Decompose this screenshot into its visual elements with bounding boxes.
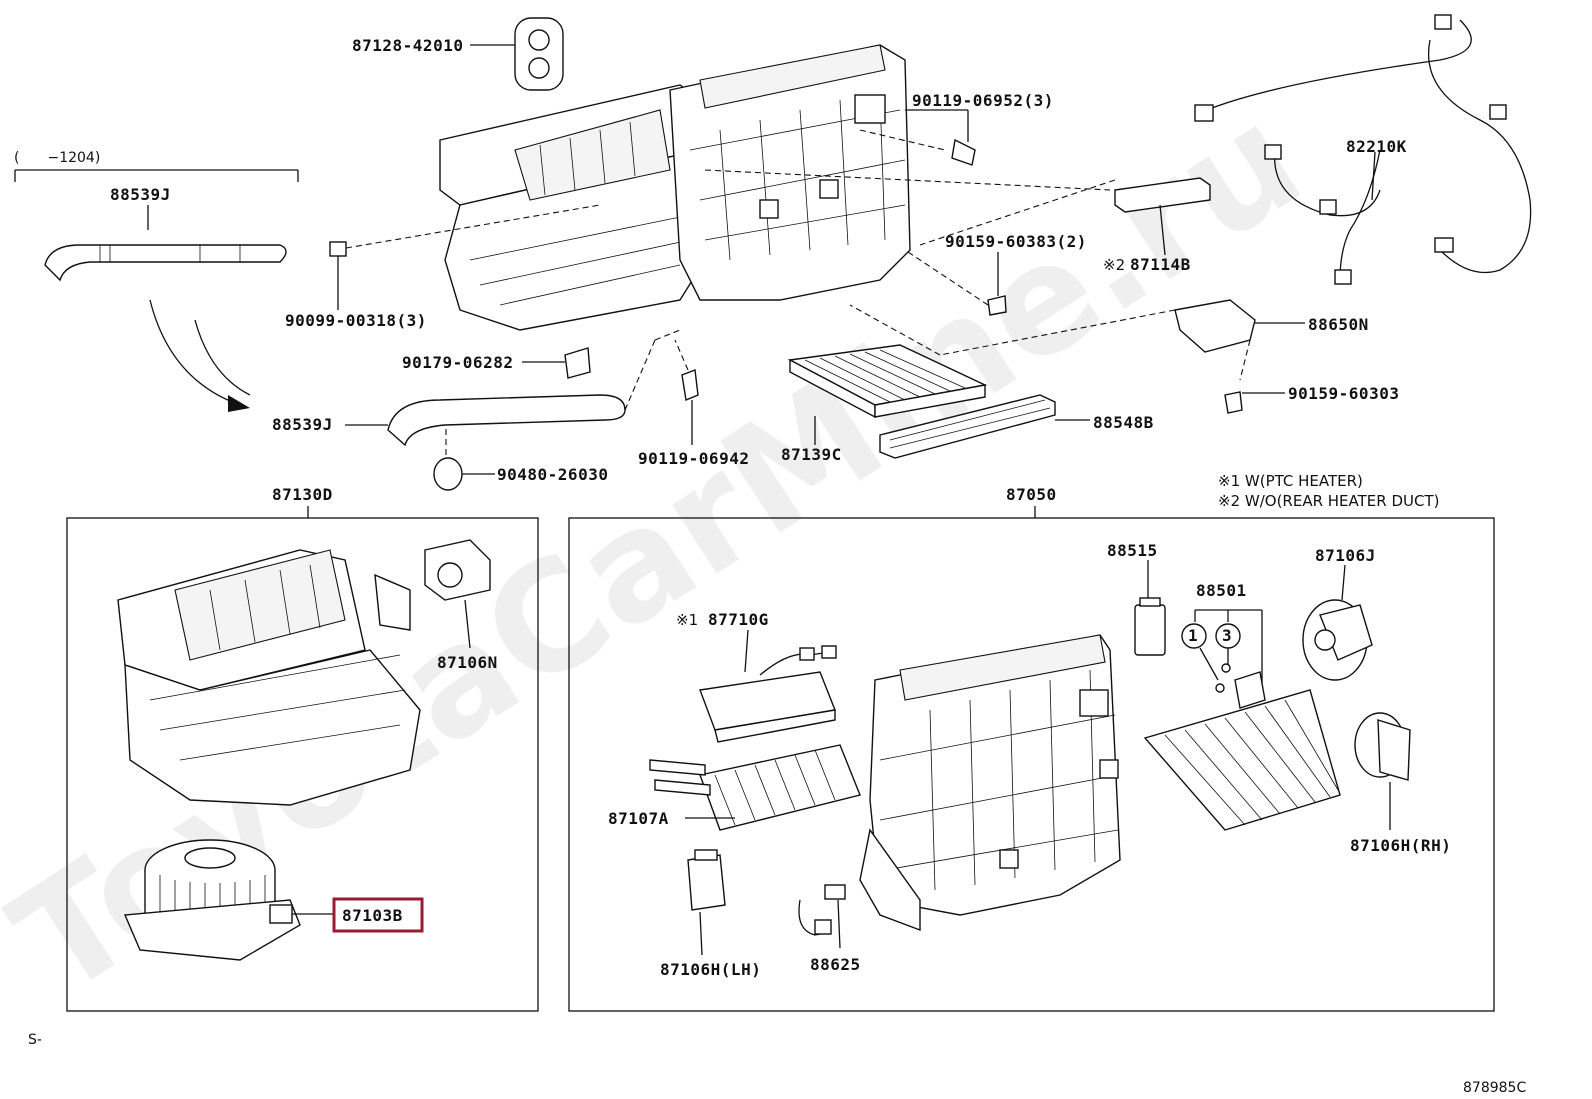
nut-icon <box>522 347 591 379</box>
bolt-icon <box>674 339 699 445</box>
note-2: ※2 W/O(REAR HEATER DUCT) <box>1218 492 1439 510</box>
label-90159-60303: 90159-60303 <box>1288 384 1399 403</box>
label-87130D: 87130D <box>272 485 333 504</box>
label-88548B: 88548B <box>1093 413 1154 432</box>
servo-87106N-drawing <box>424 539 491 649</box>
arrow-curve-1 <box>149 299 241 406</box>
hose-88539J-top-drawing <box>44 244 287 282</box>
label-87106H-LH: 87106H(LH) <box>660 960 761 979</box>
hose-88539J-bottom-drawing <box>387 394 626 447</box>
grommet-87128-drawing <box>470 17 564 91</box>
grommet-icon <box>433 428 495 491</box>
ptc-heater-87710G-drawing <box>699 629 837 743</box>
sensor-88625-drawing <box>798 884 846 949</box>
filter-87139C-drawing <box>787 344 988 445</box>
label-87128-42010: 87128-42010 <box>352 36 463 55</box>
callout-3: 3 <box>1222 626 1232 645</box>
servo-87106H-RH-drawing <box>1354 712 1411 830</box>
group-box-87050 <box>568 517 1495 1012</box>
group-box-87130D <box>66 517 539 1012</box>
blower-case-drawing <box>117 549 421 806</box>
evaporator-88501-drawing <box>1143 609 1341 831</box>
label-88650N: 88650N <box>1308 315 1369 334</box>
servo-87106J-drawing <box>1302 564 1373 681</box>
sensor-88650N-drawing <box>849 299 1305 381</box>
label-90179-06282: 90179-06282 <box>402 353 513 372</box>
callout-circle-1 <box>1181 623 1207 649</box>
wire-harness-82210K-drawing <box>1194 14 1532 285</box>
heater-core-87107A-drawing <box>649 744 861 831</box>
label-87103B[interactable]: 87103B <box>342 906 403 925</box>
label-88539J-bottom: 88539J <box>272 415 333 434</box>
clip-icon <box>904 249 1007 316</box>
label-88501: 88501 <box>1196 581 1247 600</box>
label-87050: 87050 <box>1006 485 1057 504</box>
label-82210K: 82210K <box>1346 137 1407 156</box>
label-87139C: 87139C <box>781 445 842 464</box>
label-90099-00318: 90099-00318(3) <box>285 311 427 330</box>
label-87710G: 87710G <box>708 610 769 629</box>
bolt-icon <box>905 109 976 166</box>
diagram-code: 878985C <box>1463 1080 1526 1096</box>
label-87710G-mark: ※1 <box>676 611 698 629</box>
blower-motor-87103B-drawing <box>123 839 333 961</box>
label-87114B: 87114B <box>1130 255 1191 274</box>
ac-unit-drawing <box>859 634 1121 932</box>
servo-87106H-LH-drawing <box>687 849 726 956</box>
label-87107A: 87107A <box>608 809 669 828</box>
label-90119-06952: 90119-06952(3) <box>912 91 1054 110</box>
bolt-icon <box>329 204 601 310</box>
label-87106J: 87106J <box>1315 546 1376 565</box>
label-88515: 88515 <box>1107 541 1158 560</box>
expansion-valve-88515-drawing <box>1134 560 1166 656</box>
label-88625: 88625 <box>810 955 861 974</box>
label-90119-06942: 90119-06942 <box>638 449 749 468</box>
screw-icon <box>1224 391 1285 414</box>
label-87106H-RH: 87106H(RH) <box>1350 836 1451 855</box>
duct-87114B-drawing <box>919 177 1211 256</box>
label-90159-60383: 90159-60383(2) <box>945 232 1087 251</box>
callout-1: 1 <box>1188 626 1198 645</box>
corner-label-left: S- <box>28 1032 42 1048</box>
label-88539J-top: 88539J <box>110 185 171 204</box>
label-90480-26030: 90480-26030 <box>497 465 608 484</box>
note-1: ※1 W(PTC HEATER) <box>1218 472 1363 490</box>
label-87106N: 87106N <box>437 653 498 672</box>
hvac-unit-drawing <box>439 44 911 331</box>
label-87114B-mark: ※2 <box>1103 256 1125 274</box>
highlight-box-87103B[interactable] <box>332 897 424 933</box>
range-label: ( −1204) <box>14 150 100 166</box>
part-88548B-drawing <box>879 394 1090 459</box>
